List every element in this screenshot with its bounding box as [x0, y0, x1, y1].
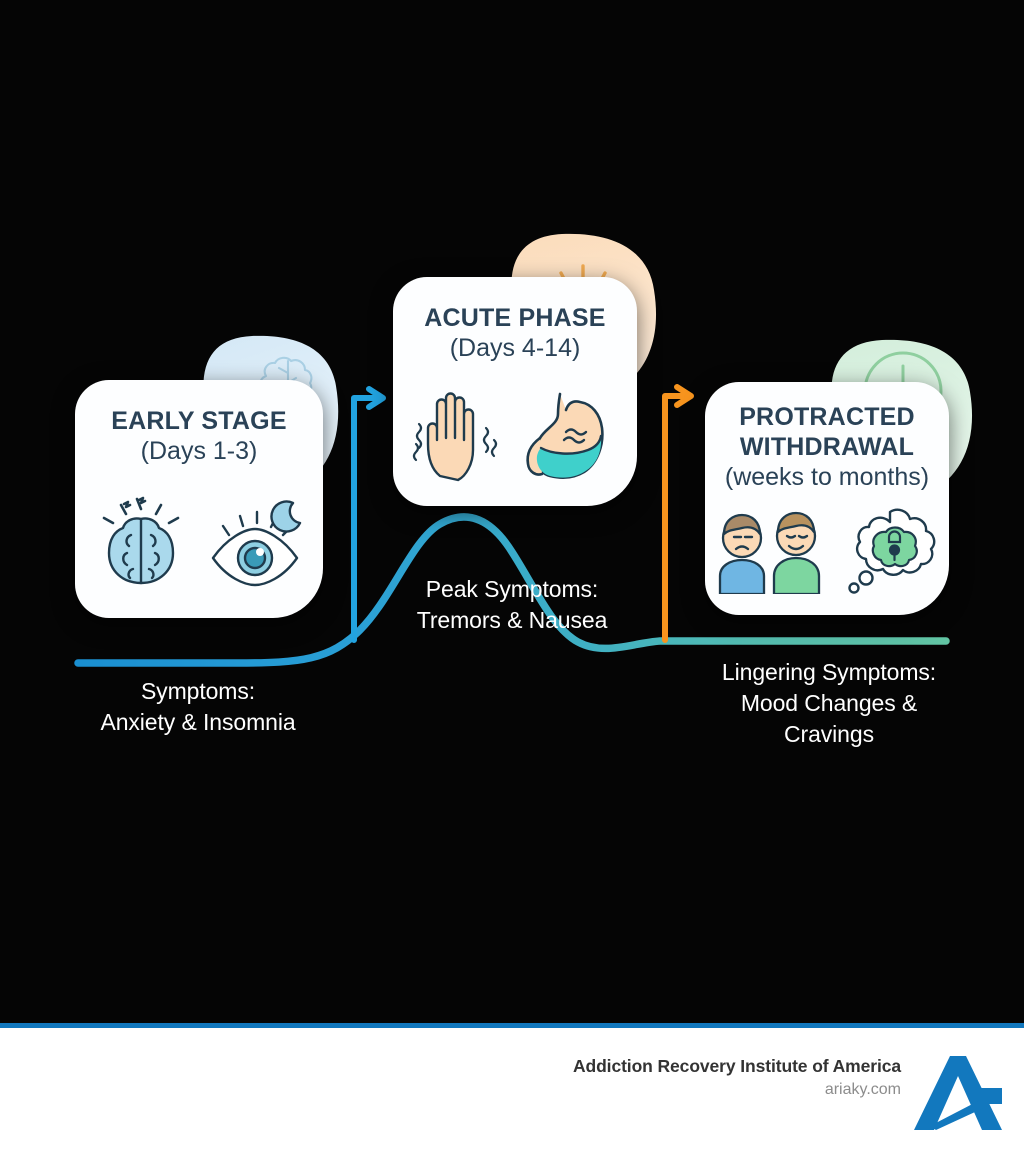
card-acute-title: ACUTE PHASE [424, 304, 606, 332]
card-acute-phase: ACUTE PHASE (Days 4-14) [393, 277, 637, 506]
card-acute-subtitle: (Days 4-14) [449, 334, 581, 362]
card-protracted-subtitle: (weeks to months) [724, 463, 930, 491]
arrow-right-icon [366, 386, 386, 410]
caption-peak-line-1: Peak Symptoms: [425, 576, 599, 602]
thought-bubble-brain-lock-icon [848, 508, 936, 594]
eye-insomnia-moon-icon [211, 499, 302, 586]
brain-stress-icon [102, 496, 180, 584]
connector-acute-to-protracted [662, 384, 694, 643]
arrow-right-icon [674, 384, 694, 408]
card-early-subtitle: (Days 1-3) [140, 437, 258, 465]
footer-text-block: Addiction Recovery Institute of America … [573, 1056, 901, 1099]
caption-lingering-line-3: Cravings [784, 720, 874, 747]
connector-early-to-acute [351, 386, 386, 643]
withdrawal-severity-curve [74, 513, 950, 667]
caption-peak-symptoms: Peak Symptoms: Tremors & Nausea [372, 574, 652, 636]
card-early-stage: EARLY STAGE (Days 1-3) [75, 380, 323, 618]
ariaky-a-logo [914, 1056, 1002, 1130]
caption-early-line-2: Anxiety & Insomnia [100, 708, 296, 735]
caption-peak-line-2: Tremors & Nausea [416, 606, 608, 633]
footer: Addiction Recovery Institute of America … [0, 1028, 1024, 1154]
two-people-mood-icon [718, 511, 821, 594]
caption-lingering-symptoms: Lingering Symptoms: Mood Changes & Cravi… [690, 657, 968, 749]
caption-early-symptoms: Symptoms: Anxiety & Insomnia [60, 676, 336, 738]
card-protracted-title-line-2: WITHDRAWAL [739, 433, 915, 461]
caption-lingering-line-2: Mood Changes & [740, 689, 918, 716]
infographic-stage: EARLY STAGE (Days 1-3) [60, 233, 973, 749]
caption-early-line-1: Symptoms: [140, 678, 256, 704]
card-protracted-icons [705, 504, 949, 596]
card-acute-icons [393, 385, 637, 485]
card-early-icons [75, 490, 323, 595]
footer-organization-name: Addiction Recovery Institute of America [572, 1056, 901, 1076]
caption-lingering-line-1: Lingering Symptoms: [721, 659, 937, 685]
trembling-hand-icon [412, 392, 498, 482]
card-early-title: EARLY STAGE [111, 407, 287, 435]
footer-website-url[interactable]: ariaky.com [824, 1081, 901, 1098]
footer-divider [0, 1023, 1024, 1028]
nauseous-stomach-icon [526, 392, 604, 479]
card-protracted-title-line-1: PROTRACTED [739, 403, 915, 431]
card-protracted-withdrawal: PROTRACTED WITHDRAWAL (weeks to months) [705, 382, 949, 615]
